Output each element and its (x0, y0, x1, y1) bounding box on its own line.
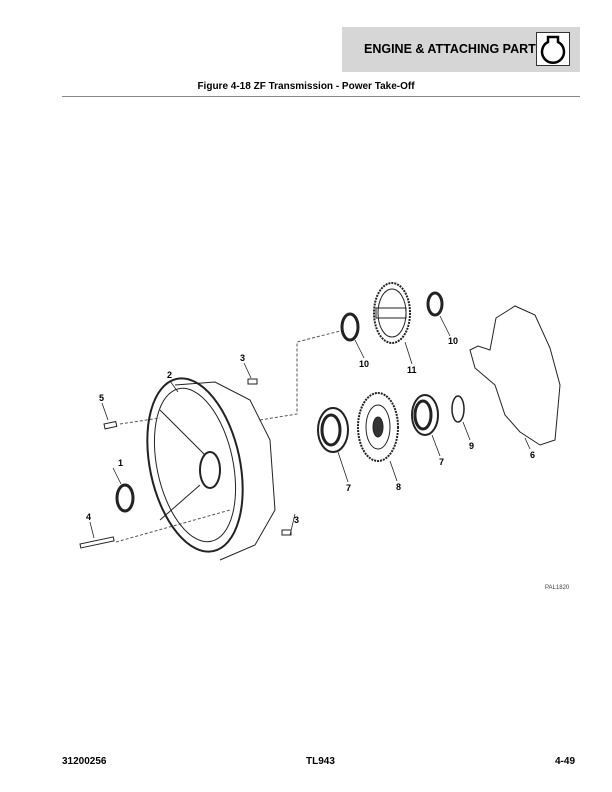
dowel-3-top (247, 378, 258, 385)
dowel-3-bottom (281, 529, 292, 536)
callout: 1 (118, 458, 123, 468)
footer-doc-number: 31200256 (62, 756, 107, 767)
callouts: 1 2 3 3 4 5 6 7 7 8 9 10 10 11 (86, 336, 535, 525)
callout: 3 (240, 353, 245, 363)
bearing-10-left (340, 312, 360, 342)
callout: 7 (439, 457, 444, 467)
gear-11 (373, 282, 411, 344)
callout: 5 (99, 393, 104, 403)
bolt-4 (79, 536, 115, 549)
footer-page-number: 4-49 (555, 756, 576, 767)
footer-model: TL943 (306, 756, 335, 767)
callout: 10 (448, 336, 458, 346)
bearing-7-right (411, 394, 439, 436)
callout: 6 (530, 450, 535, 460)
gasket-6 (469, 305, 561, 446)
gear-8 (357, 392, 399, 462)
engine-icon (536, 32, 570, 66)
callout: 3 (294, 515, 299, 525)
bolt-5 (103, 420, 118, 430)
section-header: ENGINE & ATTACHING PARTS (342, 27, 580, 72)
callout: 11 (407, 365, 417, 375)
assembly-lines (115, 330, 341, 543)
callout-leaders (89, 315, 531, 539)
seal-1 (115, 483, 135, 513)
callout: 2 (167, 370, 172, 380)
callout: 7 (346, 483, 351, 493)
transmission-housing (146, 377, 276, 561)
bearing-7-left (317, 407, 349, 453)
callout: 10 (359, 359, 369, 369)
divider (62, 96, 580, 97)
callout: 9 (469, 441, 474, 451)
figure-code: PAL1820 (545, 585, 570, 591)
callout: 4 (86, 512, 91, 522)
o-ring-9 (451, 395, 465, 423)
figure-title: Figure 4-18 ZF Transmission - Power Take… (197, 81, 415, 92)
section-title: ENGINE & ATTACHING PARTS (364, 42, 545, 56)
bearing-10-right (426, 291, 444, 317)
callout: 8 (396, 482, 401, 492)
